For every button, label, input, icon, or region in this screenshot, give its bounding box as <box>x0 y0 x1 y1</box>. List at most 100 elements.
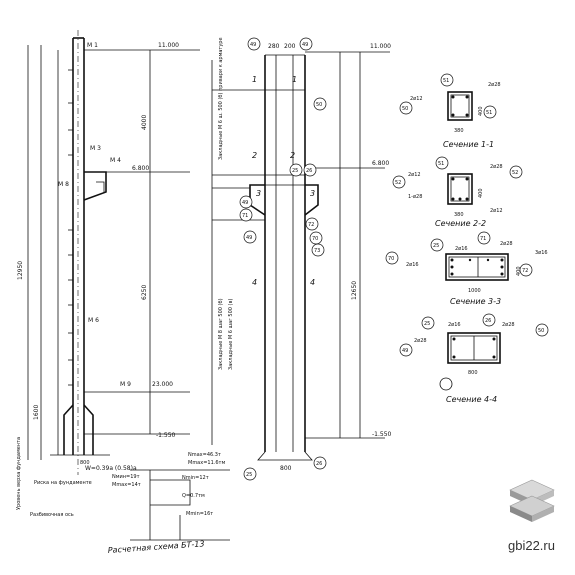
callout-1: 49 <box>302 42 308 48</box>
s3-dim-5: 400 <box>516 266 522 276</box>
elev-mid-left: 6.800 <box>132 165 149 172</box>
gbi-logo <box>509 479 555 522</box>
vert-note-c: Закладные М 6 ш. 500 (б) привари к армат… <box>218 37 224 160</box>
right-total-dim: 12650 <box>351 281 358 300</box>
scheme-note-2: Mmax=11.6тм <box>188 460 225 466</box>
s4-mark-3: 50 <box>538 328 544 334</box>
s3-dim-3: 2ø16 <box>406 262 419 268</box>
s3-dim-4: 1000 <box>468 288 481 294</box>
scheme-note-5: Nмин=19т <box>112 474 140 480</box>
section-3-3: 25 71 70 72 2ø16 2ø28 3ø16 2ø16 1000 400… <box>385 231 548 306</box>
s3-mark-3: 72 <box>522 268 528 274</box>
s2-dim-3: 2ø12 <box>490 208 503 214</box>
callout-3: 25 <box>292 168 298 174</box>
callout-5: 49 <box>242 200 248 206</box>
s2-dim-2: 1-ø28 <box>408 194 422 200</box>
left-elevation: М 1 11.000 М 3 М 4 М 8 6.800 М 6 М 9 23.… <box>16 30 200 518</box>
label-rigid: Риска на фундаменте <box>34 480 92 486</box>
s1-title: Сечение 1-1 <box>443 140 494 149</box>
s2-dim-1: 2ø28 <box>490 164 503 170</box>
callout-2: 50 <box>316 102 322 108</box>
callout-11: 25 <box>246 472 252 478</box>
s4-mark-1: 26 <box>485 318 491 324</box>
left-total-dim: 12950 <box>17 261 24 280</box>
elev-ground-left: -1.550 <box>156 432 176 439</box>
s4-title: Сечение 4-4 <box>446 395 497 404</box>
label-m8: М 8 <box>58 181 69 188</box>
s2-mark-0: 51 <box>438 161 444 167</box>
label-base: Разбивочная ось <box>30 512 74 518</box>
elev-ground-right: -1.550 <box>372 431 392 438</box>
sec-num-2b: 2 <box>290 151 295 160</box>
s1-dim-2: 380 <box>454 128 464 134</box>
s1-dim-3: 400 <box>478 106 484 116</box>
callout-6: 71 <box>242 213 248 219</box>
callout-0: 49 <box>250 42 256 48</box>
left-mid-dim: 6250 <box>141 285 148 300</box>
watermark-text: gbi22.ru <box>508 538 555 553</box>
label-m1: М 1 <box>87 42 98 49</box>
s3-dim-0: 2ø16 <box>455 246 468 252</box>
left-lower-dim: 1600 <box>33 405 40 420</box>
s4-dim-0: 2ø16 <box>448 322 461 328</box>
s4-mark-2: 49 <box>402 348 408 354</box>
callout-9: 73 <box>314 248 320 254</box>
sec-num-2a: 2 <box>252 151 257 160</box>
s3-mark-0: 25 <box>433 243 439 249</box>
sec-num-1b: 1 <box>292 75 297 84</box>
elev-top-left: 11.000 <box>158 42 179 49</box>
left-upper-dim: 4000 <box>141 115 148 130</box>
embed-ticks <box>68 69 73 386</box>
scheme-note-7: Mmin=16т <box>186 511 213 517</box>
elev-mark-23: 23.000 <box>152 381 173 388</box>
scheme-note-4: Q=0.7тм <box>182 493 205 499</box>
scheme-note-6: Mmax=14т <box>112 482 141 488</box>
sec-num-4a: 4 <box>252 278 257 287</box>
s3-dim-2: 3ø16 <box>535 250 548 256</box>
s3-mark-2: 70 <box>388 256 394 262</box>
s2-title: Сечение 2-2 <box>435 219 486 228</box>
elev-top-right: 11.000 <box>370 43 391 50</box>
s4-dim-3: 800 <box>468 370 478 376</box>
sec-num-3b: 3 <box>310 189 315 198</box>
bottom-dim-800: 800 <box>280 465 292 472</box>
s1-dim-1: 2ø28 <box>488 82 501 88</box>
s2-mark-1: 52 <box>395 180 401 186</box>
vert-note-b: Закладные М 6 шаг 500 (в) <box>228 299 234 370</box>
sec-num-3a: 3 <box>256 189 261 198</box>
label-m3: М 3 <box>90 145 101 152</box>
label-m6: М 6 <box>88 317 99 324</box>
middle-column: 280 200 11.000 6.800 -1.550 800 12650 1 … <box>211 37 392 481</box>
sec-num-1a: 1 <box>252 75 257 84</box>
s2-dim-5: 400 <box>478 188 484 198</box>
left-vertical-note: Уровень верха фундамента <box>16 437 22 510</box>
s2-mark-2: 52 <box>512 170 518 176</box>
s1-dim-0: 2ø12 <box>410 96 423 102</box>
callout-4: 26 <box>306 168 312 174</box>
callout-10: 49 <box>246 235 252 241</box>
label-m4: М 4 <box>110 157 121 164</box>
s1-mark-0: 51 <box>443 78 449 84</box>
s1-mark-2: 51 <box>486 110 492 116</box>
s3-dim-1: 2ø28 <box>500 241 513 247</box>
callout-12: 26 <box>316 461 322 467</box>
scheme-note-3: Nmin=12т <box>182 475 209 481</box>
s1-mark-1: 50 <box>402 106 408 112</box>
s3-title: Сечение 3-3 <box>450 297 501 306</box>
s4-dim-1: 2ø28 <box>502 322 515 328</box>
scheme-title: Расчетная схема БТ-13 <box>108 539 205 555</box>
callouts: 49 49 50 25 26 49 71 72 70 73 49 25 26 <box>239 37 327 481</box>
s3-mark-1: 71 <box>480 236 486 242</box>
section-1-1: 51 50 51 2ø12 2ø28 380 400 Сечение 1-1 <box>399 73 501 149</box>
vert-note-a: Закладные М 8 шаг 500 (б) <box>218 298 224 370</box>
label-w: W=0.39а (0.58)а <box>85 465 137 472</box>
callout-7: 72 <box>308 222 314 228</box>
callout-8: 70 <box>312 236 318 242</box>
s4-dim-2: 2ø28 <box>414 338 427 344</box>
s2-dim-4: 380 <box>454 212 464 218</box>
label-m9: М 9 <box>120 381 131 388</box>
top-dim-200: 200 <box>284 43 296 50</box>
sec-num-4b: 4 <box>310 278 315 287</box>
s4-mark-0: 25 <box>424 321 430 327</box>
